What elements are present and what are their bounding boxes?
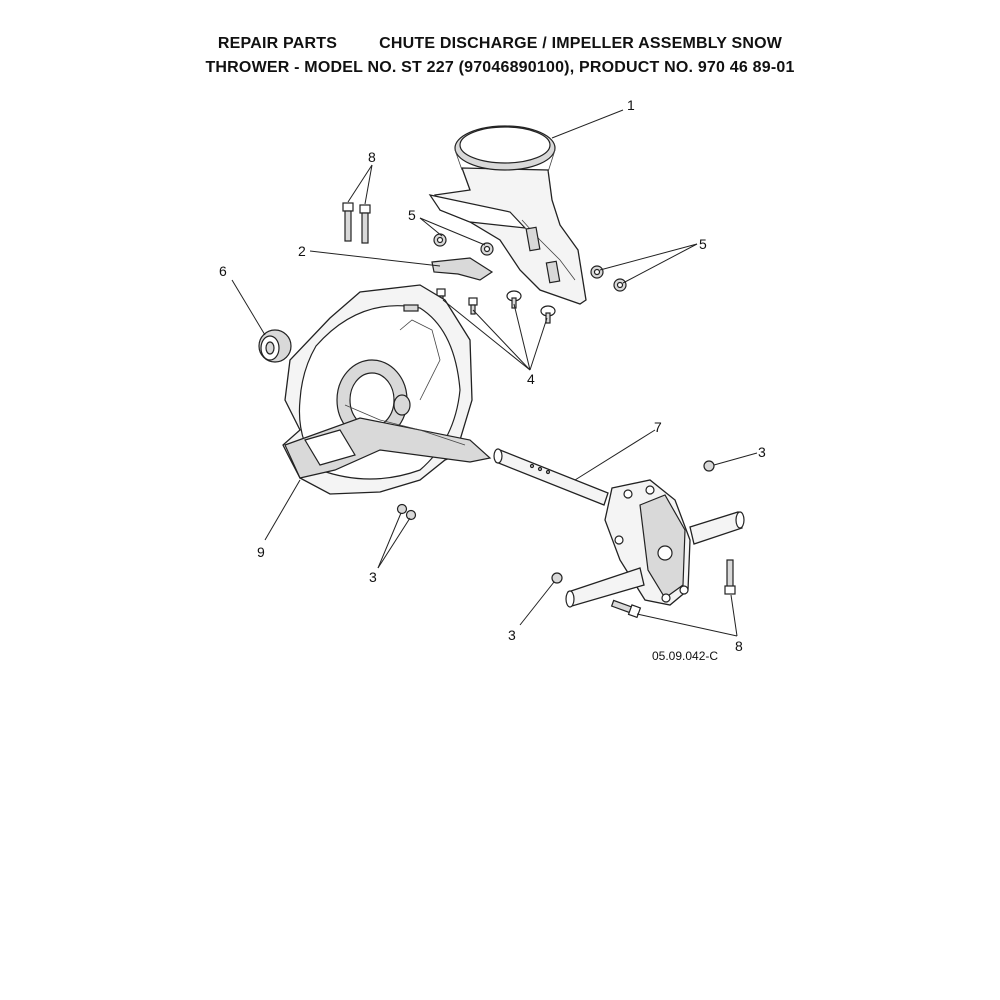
callout-3-lower-left: 3 [369,569,377,585]
callout-3-right: 3 [758,444,766,460]
header-title-line-2: THROWER - MODEL NO. ST 227 (97046890100)… [205,59,795,76]
callout-8-lower: 8 [735,638,743,654]
page-header: REPAIR PARTS CHUTE DISCHARGE / IMPELLER A… [0,32,1000,80]
callout-6: 6 [219,263,227,279]
part-8-bolts-upper [342,202,371,244]
part-9-impeller-housing [282,284,492,495]
part-7-shaft-gearbox [493,448,745,608]
callout-4: 4 [527,371,535,387]
header-title-line-1: CHUTE DISCHARGE / IMPELLER ASSEMBLY SNOW [379,35,783,52]
part-chute-discharge [428,125,587,305]
callout-2: 2 [298,243,306,259]
leader-lines [231,109,758,637]
callout-7: 7 [654,419,662,435]
figure-reference: 05.09.042-C [652,649,718,663]
callout-9: 9 [257,544,265,560]
part-4-bolts [436,288,556,324]
callout-3-lower-center: 3 [508,627,516,643]
part-3-nuts [396,460,715,584]
callout-8-upper: 8 [368,149,376,165]
callout-labels: 1 2 3 3 3 4 5 5 6 7 8 8 9 [219,97,766,654]
part-5-nuts [433,233,627,292]
callout-5-left: 5 [408,207,416,223]
header-section-label: REPAIR PARTS [217,35,338,52]
header-line-1: REPAIR PARTS CHUTE DISCHARGE / IMPELLER A… [0,32,1000,56]
callout-1: 1 [627,97,635,113]
part-2-strap [431,257,494,281]
part-6-bearing [258,329,292,363]
callout-5-right: 5 [699,236,707,252]
